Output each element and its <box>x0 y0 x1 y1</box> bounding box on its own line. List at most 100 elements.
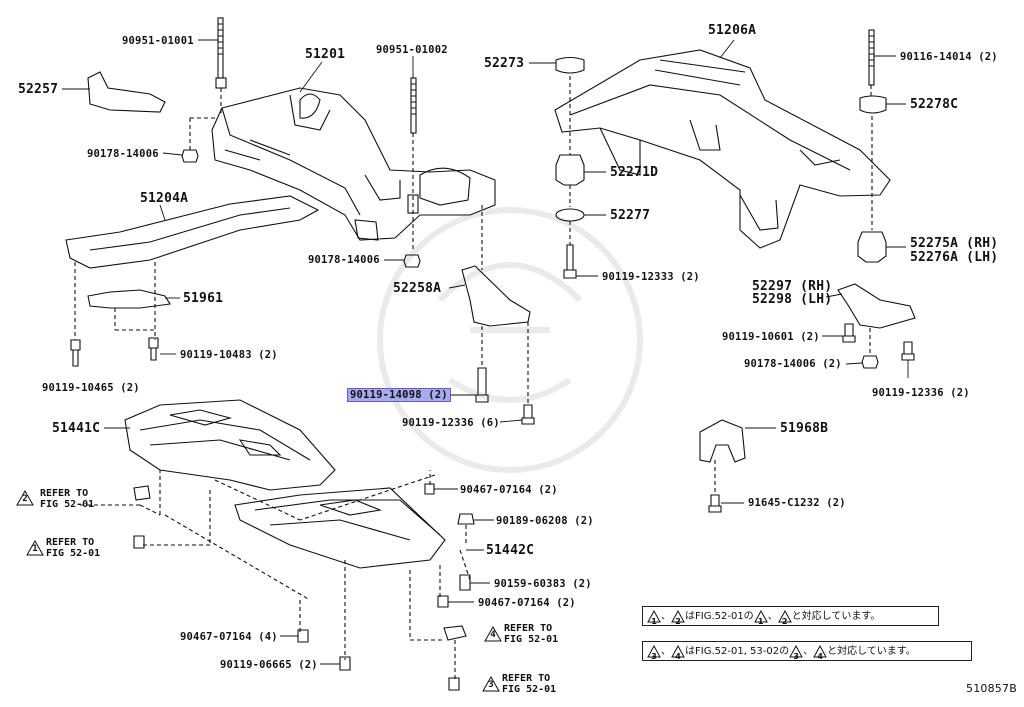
bolt-90119-10465 <box>70 339 81 367</box>
label-52278C[interactable]: 52278C <box>910 97 959 112</box>
label-52257[interactable]: 52257 <box>18 82 59 97</box>
bracket-ref2 <box>133 485 151 501</box>
refer-3-line2: FIG 52-01 <box>502 684 557 695</box>
label-90159-60383[interactable]: 90159-60383 (2) <box>494 578 592 590</box>
label-90119-12336-6[interactable]: 90119-12336 (6) <box>402 417 500 429</box>
stud-90951-01001 <box>215 17 227 115</box>
label-52271D[interactable]: 52271D <box>610 165 659 180</box>
label-90178-14006-a[interactable]: 90178-14006 <box>87 148 159 160</box>
plate-51961 <box>87 289 171 309</box>
refer-note-4[interactable]: REFER TO FIG 52-01 <box>504 623 558 645</box>
label-90116-14014[interactable]: 90116-14014 (2) <box>900 51 998 63</box>
label-51204A[interactable]: 51204A <box>140 191 189 206</box>
label-52297[interactable]: 52297 (RH) <box>752 279 833 294</box>
assembly-lines <box>80 470 471 680</box>
label-90951-01002[interactable]: 90951-01002 <box>376 44 448 56</box>
bushing-52273 <box>555 56 585 74</box>
label-91645-C1232[interactable]: 91645-C1232 (2) <box>748 497 846 509</box>
nut-90178-center <box>403 254 421 268</box>
refer-note-2[interactable]: REFER TO FIG 52-01 <box>40 488 94 510</box>
bolt-ref1 <box>133 535 145 549</box>
note2-sep: 、 <box>661 646 671 657</box>
bracket-ref4 <box>443 625 467 641</box>
refer-4-triangle-icon: 4 <box>484 625 502 642</box>
label-51206A[interactable]: 51206A <box>708 23 757 38</box>
label-90467-07164-2b[interactable]: 90467-07164 (2) <box>478 597 576 609</box>
stud-90951-01002 <box>407 77 419 250</box>
nut-90178-left <box>181 149 199 163</box>
note2-triangle-c-icon: 3 <box>789 644 803 661</box>
label-90119-10483[interactable]: 90119-10483 (2) <box>180 349 278 361</box>
note2-sep-2: 、 <box>803 646 814 657</box>
refer-1-triangle-icon: 1 <box>26 539 44 556</box>
bolt-90119-10483 <box>148 337 159 361</box>
note1-triangle-b-icon: 2 <box>671 609 685 626</box>
clip-90467-07164-c <box>297 629 309 643</box>
watermark <box>377 207 643 473</box>
note2-triangle-d-icon: 4 <box>813 644 827 661</box>
label-52275A[interactable]: 52275A (RH) <box>910 236 999 251</box>
label-51961[interactable]: 51961 <box>183 291 224 306</box>
refer-3-line1: REFER TO <box>502 673 551 684</box>
bushing-52271D <box>555 154 585 186</box>
bolt-91645-C1232 <box>708 494 722 513</box>
label-90119-12336-2[interactable]: 90119-12336 (2) <box>872 387 970 399</box>
note1-text1: はFIG.52-01の <box>685 611 754 622</box>
bolt-90119-12333 <box>563 244 577 279</box>
label-52298[interactable]: 52298 (LH) <box>752 292 833 307</box>
bolt-90119-14098 <box>475 367 489 403</box>
note1-text2: と対応しています。 <box>791 611 881 622</box>
label-90951-01001[interactable]: 90951-01001 <box>122 35 194 47</box>
bracket-52297 <box>837 283 916 329</box>
refer-note-3[interactable]: REFER TO FIG 52-01 <box>502 673 556 695</box>
rear-crossmember <box>554 49 891 249</box>
clip-90189-06208 <box>457 513 475 525</box>
label-90119-06665[interactable]: 90119-06665 (2) <box>220 659 318 671</box>
refer-4-line2: FIG 52-01 <box>504 634 559 645</box>
label-52258A[interactable]: 52258A <box>393 281 442 296</box>
label-90119-10601[interactable]: 90119-10601 (2) <box>722 331 820 343</box>
bolt-90159-60383 <box>459 574 471 591</box>
label-90178-14006-b[interactable]: 90178-14006 <box>308 254 380 266</box>
bolt-90119-10601 <box>842 323 856 343</box>
refer-3-triangle-icon: 3 <box>482 675 500 692</box>
label-90119-14098-highlighted[interactable]: 90119-14098 (2) <box>347 388 451 402</box>
refer-2-line2: FIG 52-01 <box>40 499 95 510</box>
bolt-90119-12336 <box>521 404 535 425</box>
bolt-90119-12336-right <box>901 341 915 361</box>
bracket-52257 <box>87 71 166 113</box>
refer-2-line1: REFER TO <box>40 488 89 499</box>
bushing-52278C <box>859 95 887 114</box>
label-52276A[interactable]: 52276A (LH) <box>910 250 999 265</box>
label-51201[interactable]: 51201 <box>305 47 346 62</box>
bolt-90119-06665 <box>339 656 351 671</box>
refer-1-line1: REFER TO <box>46 537 95 548</box>
label-90467-07164-4[interactable]: 90467-07164 (4) <box>180 631 278 643</box>
label-90189-06208[interactable]: 90189-06208 (2) <box>496 515 594 527</box>
note1-sep-2: 、 <box>767 611 778 622</box>
label-52273[interactable]: 52273 <box>484 56 525 71</box>
refer-1-line2: FIG 52-01 <box>46 548 101 559</box>
label-90119-10465[interactable]: 90119-10465 (2) <box>42 382 140 394</box>
nut-90178-14006-right <box>861 355 879 369</box>
stud-90116-14014 <box>868 29 875 98</box>
bushing-52275A <box>857 231 887 263</box>
label-51968B[interactable]: 51968B <box>780 421 829 436</box>
note2-triangle-a-icon: 3 <box>647 644 661 661</box>
label-51441C[interactable]: 51441C <box>52 421 101 436</box>
washer-52277 <box>555 208 585 222</box>
label-52277[interactable]: 52277 <box>610 208 651 223</box>
refer-note-1[interactable]: REFER TO FIG 52-01 <box>46 537 100 559</box>
label-51442C[interactable]: 51442C <box>486 543 535 558</box>
note2-text1: はFIG.52-01, 53-02の <box>685 646 790 657</box>
undercover-51441C <box>124 399 336 491</box>
label-90178-14006-2[interactable]: 90178-14006 (2) <box>744 358 842 370</box>
note2-triangle-b-icon: 4 <box>671 644 685 661</box>
label-90119-12333[interactable]: 90119-12333 (2) <box>602 271 700 283</box>
refer-2-triangle-icon: 2 <box>16 489 34 506</box>
note1-triangle-c-icon: 1 <box>753 609 768 626</box>
label-90467-07164-2a[interactable]: 90467-07164 (2) <box>460 484 558 496</box>
figure-code: 510857B <box>966 682 1017 695</box>
